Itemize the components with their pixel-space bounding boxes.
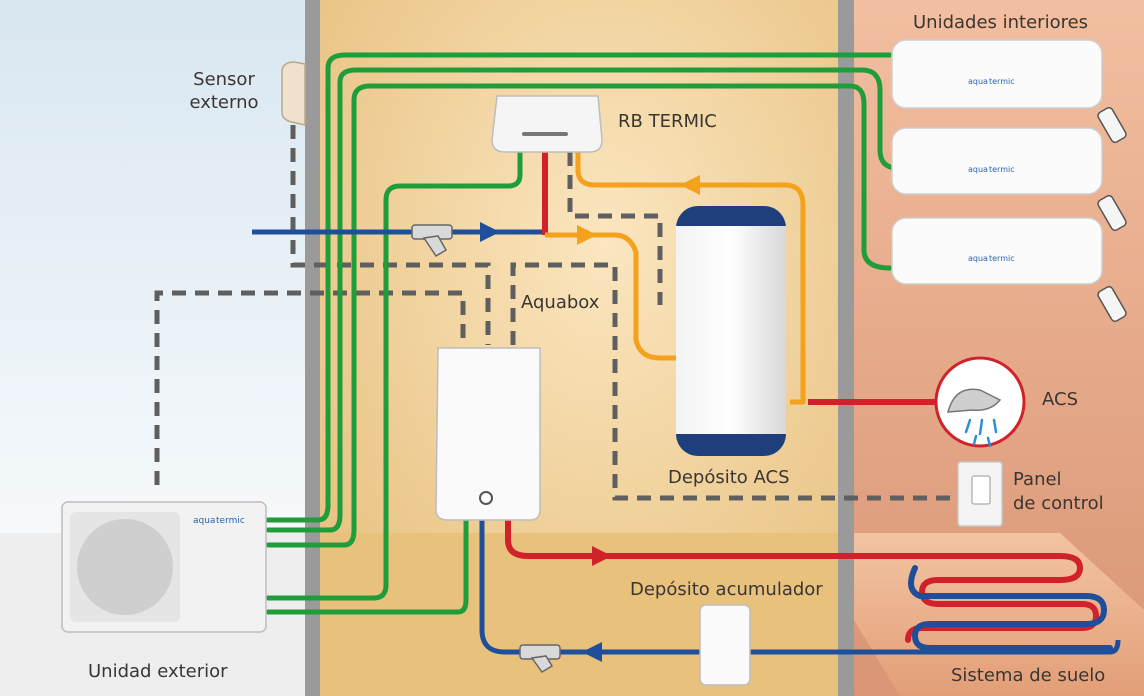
arrow-blue-supply	[480, 222, 500, 242]
acs-tank-shell	[676, 226, 786, 434]
control-panel-screen	[971, 475, 991, 505]
arrow-blue-return	[582, 642, 602, 662]
water-drops-icon	[964, 418, 998, 448]
y-filter-leg	[422, 235, 448, 258]
label-unidad-exterior: Unidad exterior	[88, 661, 228, 682]
sensor-body	[281, 61, 306, 126]
red-pipes	[505, 150, 945, 559]
label-aquabox: Aquabox	[521, 292, 600, 313]
floor-heating-coil	[905, 553, 1113, 651]
acs-tank	[676, 206, 786, 456]
control-line-sensor	[290, 125, 491, 345]
label-sensor-externo-2: externo	[189, 92, 259, 113]
y-filter-return	[519, 644, 561, 673]
control-panel	[957, 461, 1003, 527]
outdoor-unit: aqua termic	[61, 501, 267, 633]
arrow-orange-right	[577, 225, 597, 245]
label-deposito-acumulador: Depósito acumulador	[630, 579, 823, 600]
indoor-2-brand-suffix: termic	[989, 165, 1015, 174]
remote-control-icon	[1097, 106, 1127, 144]
indoor-unit-3-body	[891, 217, 1103, 285]
green-pipes	[265, 52, 901, 615]
indoor-1-brand-suffix: termic	[989, 77, 1015, 86]
orange-pipes	[545, 150, 806, 405]
aquabox-body	[435, 347, 541, 521]
label-deposito-acs: Depósito ACS	[668, 467, 790, 488]
indoor-2-brand-prefix: aqua	[968, 165, 988, 174]
indoor-3-brand-suffix: termic	[989, 254, 1015, 263]
red-pipe-floor	[505, 520, 940, 559]
green-pipe-indoor-1	[265, 52, 893, 523]
indoor-unit-2: aqua termic	[891, 127, 1103, 195]
aquabox-gauge	[479, 491, 493, 505]
control-wiring	[154, 125, 958, 501]
y-filter-leg-return	[530, 655, 554, 673]
label-unidades-interiores: Unidades interiores	[913, 12, 1089, 33]
label-acs: ACS	[1042, 389, 1078, 410]
green-pipe-indoor-2	[265, 67, 901, 533]
remote-control-icon	[1097, 194, 1127, 232]
rb-termic-body	[491, 95, 603, 153]
indoor-unit-1-body	[891, 39, 1103, 109]
external-sensor	[281, 61, 306, 126]
control-line-rb	[567, 152, 663, 305]
floor-heating-deck	[854, 533, 1144, 696]
green-pipe-aquabox-b	[265, 517, 469, 615]
orange-pipe-tank	[545, 232, 676, 361]
blue-floor-return	[748, 639, 1121, 655]
label-rb-termic: RB TERMIC	[618, 111, 717, 132]
rb-termic-unit	[491, 95, 603, 153]
outdoor-brand-suffix: termic	[216, 516, 245, 526]
indoor-unit-1: aqua termic	[891, 39, 1103, 109]
arrow-red-floor	[592, 546, 612, 566]
outdoor-brand-prefix: aqua	[193, 516, 215, 526]
y-filter-supply	[411, 224, 453, 258]
rb-termic-display	[522, 132, 568, 136]
floor-coil-blue	[908, 565, 1113, 651]
wall-left	[305, 0, 320, 696]
shower-icon	[934, 356, 1026, 448]
aquabox-unit	[435, 347, 541, 521]
remote-control-icon	[1097, 285, 1127, 323]
indoor-3-brand-prefix: aqua	[968, 254, 988, 263]
shower-head	[947, 388, 1002, 413]
indoor-unit-3: aqua termic	[891, 217, 1103, 285]
floor-coil-red	[905, 553, 1100, 643]
orange-pipe-rb	[575, 150, 806, 405]
label-panel-control-1: Panel	[1013, 469, 1062, 490]
arrow-orange-left	[680, 175, 700, 195]
outdoor-unit-fan-icon	[77, 519, 173, 615]
green-pipe-indoor-3	[265, 83, 893, 548]
wall-right	[838, 0, 854, 696]
control-line-aquabox	[510, 262, 958, 501]
label-panel-control-2: de control	[1013, 493, 1104, 514]
label-sensor-externo-1: Sensor	[193, 69, 255, 90]
label-sistema-suelo: Sistema de suelo	[951, 665, 1106, 686]
storage-tank	[699, 604, 751, 686]
control-line-outdoor	[154, 290, 466, 485]
indoor-unit-2-body	[891, 127, 1103, 195]
indoor-1-brand-prefix: aqua	[968, 77, 988, 86]
green-pipe-aquabox-a	[265, 147, 523, 601]
blue-return-pipe	[479, 520, 722, 655]
